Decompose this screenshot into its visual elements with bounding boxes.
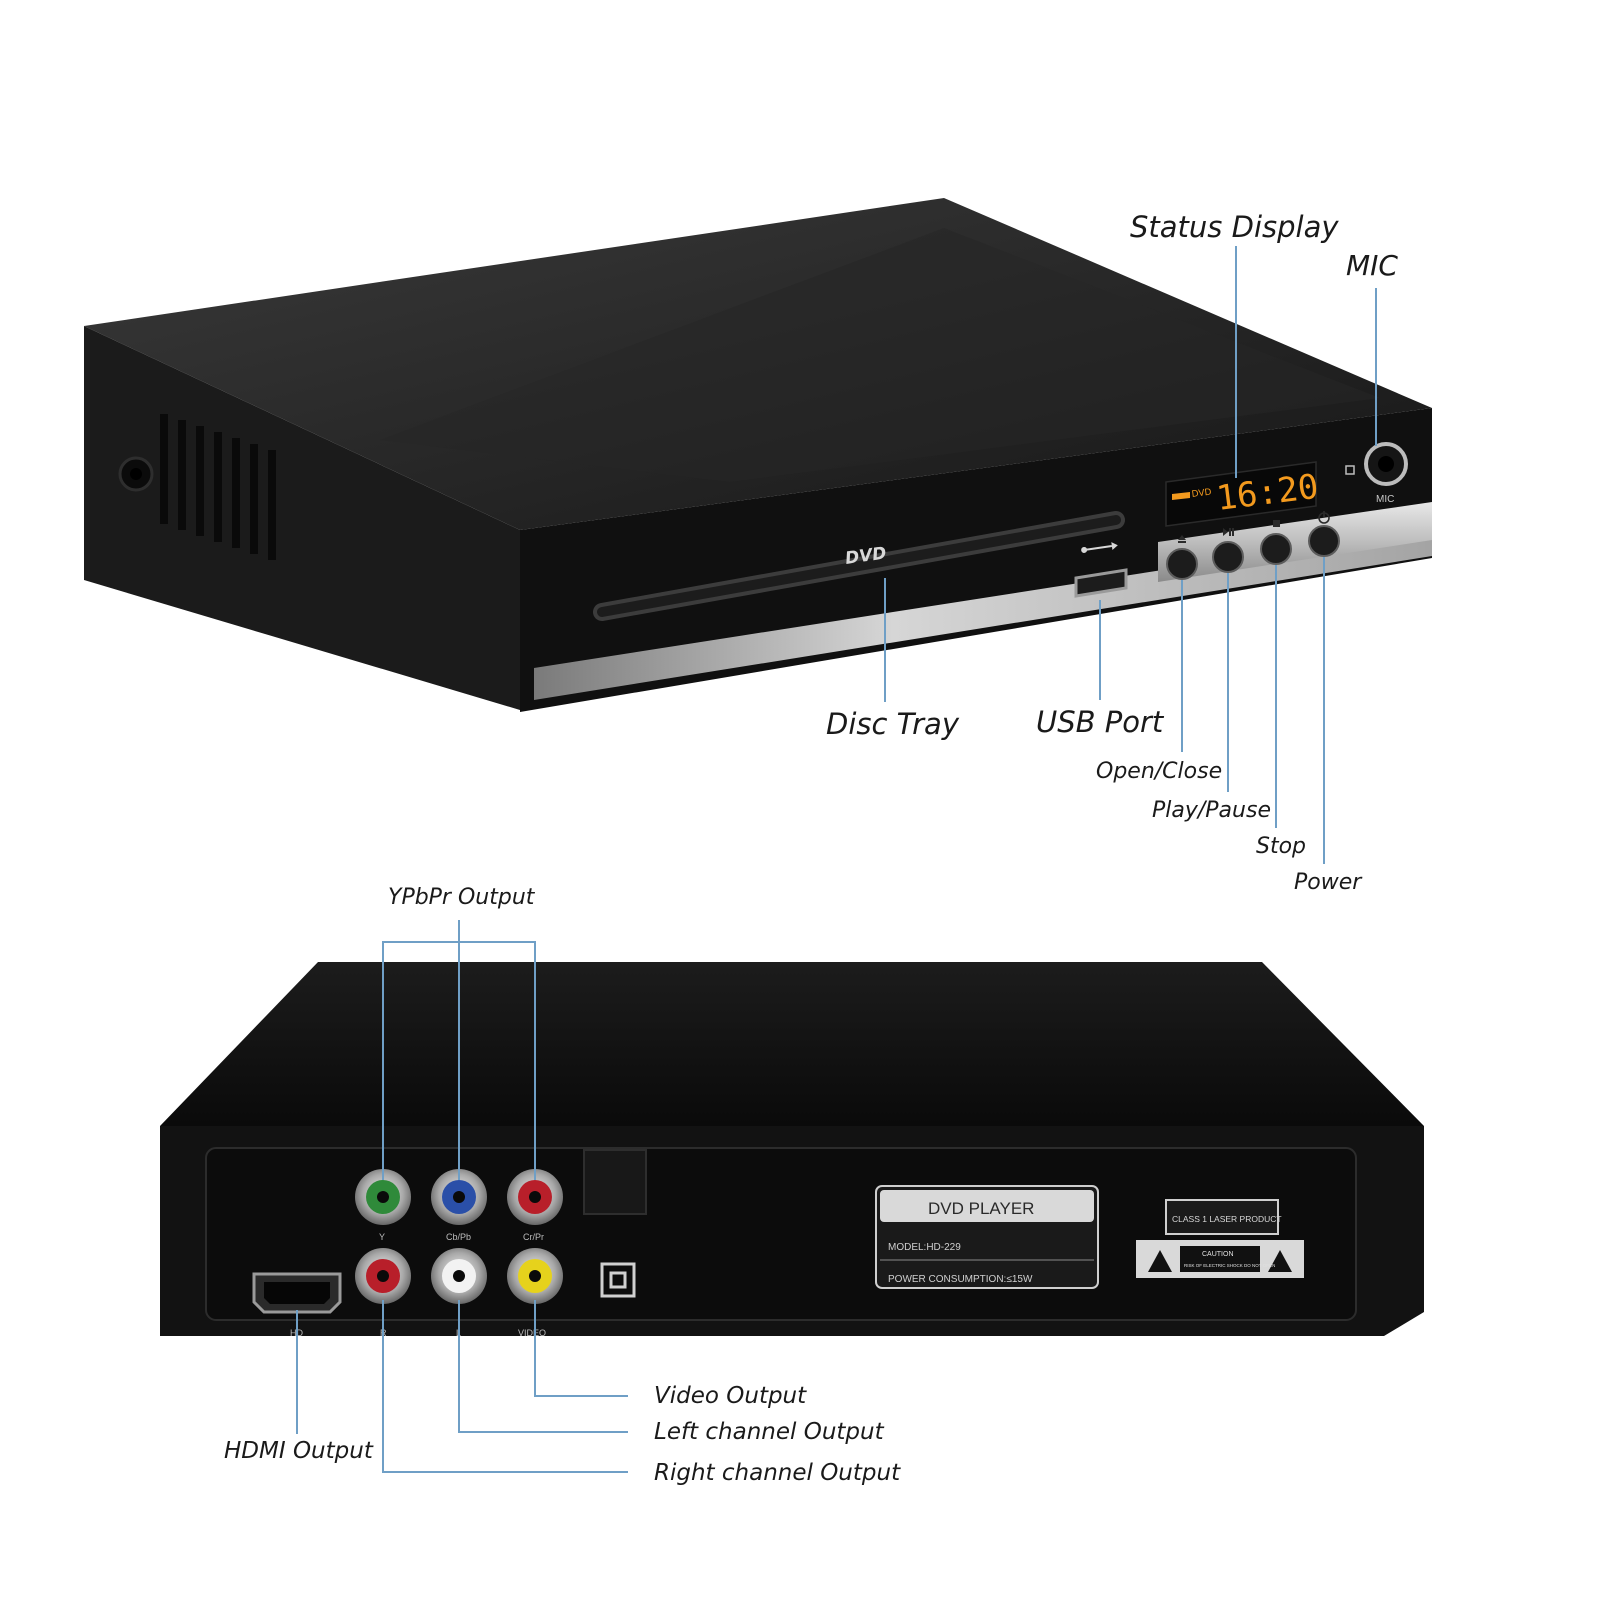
class-laser-text: CLASS 1 LASER PRODUCT: [1172, 1214, 1282, 1224]
jack-l[interactable]: [431, 1248, 487, 1304]
callout-ypbpr: YPbPr Output: [388, 885, 536, 910]
stop-button[interactable]: [1260, 533, 1292, 565]
rear-unit: Y Cb/Pb Cr/Pr HD R L VIDEO DVD PLAYER MO…: [160, 962, 1424, 1338]
callout-open-close: Open/Close: [1096, 759, 1222, 784]
plate-title: DVD PLAYER: [928, 1199, 1034, 1218]
rear-leader-lines: [296, 920, 628, 1473]
class-laser-label: [1165, 1199, 1279, 1235]
plate-model: MODEL:HD-229: [888, 1242, 961, 1253]
jack-label-video: VIDEO: [518, 1328, 546, 1338]
display-indicator: [1172, 492, 1190, 500]
callout-mic: MIC: [1346, 249, 1398, 282]
mic-jack-label: MIC: [1376, 494, 1394, 505]
callout-power: Power: [1294, 870, 1363, 895]
eject-icon: [1178, 535, 1186, 543]
jack-label-y: Y: [379, 1232, 385, 1242]
status-display-panel: [1165, 461, 1317, 527]
front-unit: DVD DVD 16:20 MIC: [84, 198, 1432, 712]
caution-title: CAUTION: [1202, 1251, 1234, 1258]
callout-left-output: Left channel Output: [654, 1419, 885, 1445]
power-icon: [1318, 511, 1330, 524]
play-pause-button[interactable]: [1212, 541, 1244, 573]
callout-disc-tray: Disc Tray: [826, 707, 960, 741]
callout-stop: Stop: [1256, 834, 1306, 859]
open-close-button[interactable]: [1166, 548, 1198, 580]
front-unit-top-panel: [380, 228, 1380, 482]
jack-r[interactable]: [355, 1248, 411, 1304]
callout-hdmi-output: HDMI Output: [224, 1438, 374, 1464]
ir-sensor-icon: [1345, 465, 1355, 475]
play-pause-icon: [1223, 528, 1234, 536]
usb-icon: [1081, 542, 1118, 553]
jack-cr[interactable]: [507, 1169, 563, 1225]
rating-plate: [875, 1185, 1099, 1289]
caution-text: RISK OF ELECTRIC SHOCK DO NOT OPEN: [1184, 1263, 1275, 1268]
front-unit-left-side: [84, 326, 520, 710]
callout-right-output: Right channel Output: [654, 1460, 901, 1486]
jack-label-cr: Cr/Pr: [523, 1232, 544, 1242]
callout-video-output: Video Output: [654, 1383, 807, 1409]
callout-status-display: Status Display: [1130, 210, 1339, 244]
display-tag: DVD: [1191, 488, 1212, 500]
front-leader-lines: [884, 246, 1377, 864]
jack-label-cb: Cb/Pb: [446, 1232, 471, 1242]
hdmi-port[interactable]: [252, 1272, 342, 1314]
caution-label: [1136, 1240, 1304, 1278]
stop-icon: [1273, 520, 1280, 527]
plate-power: POWER CONSUMPTION:≤15W: [888, 1274, 1033, 1285]
usb-port[interactable]: [1074, 568, 1128, 598]
left-vents: [160, 414, 276, 560]
callout-usb-port: USB Port: [1036, 705, 1165, 739]
double-insulation-icon: [600, 1262, 636, 1298]
power-button[interactable]: [1308, 525, 1340, 557]
callout-play-pause: Play/Pause: [1152, 798, 1271, 823]
rear-unit-top: [160, 962, 1424, 1126]
jack-video[interactable]: [507, 1248, 563, 1304]
power-cord-socket: [583, 1149, 647, 1215]
jack-y[interactable]: [355, 1169, 411, 1225]
jack-cb[interactable]: [431, 1169, 487, 1225]
